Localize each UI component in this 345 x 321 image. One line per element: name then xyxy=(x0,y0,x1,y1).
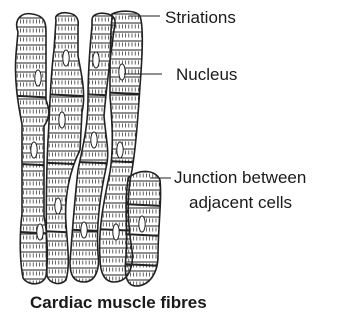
muscle-fibre-5 xyxy=(122,171,164,286)
nucleus-shape xyxy=(91,132,97,148)
label-striations: Striations xyxy=(165,8,236,27)
nucleus-shape xyxy=(37,224,43,240)
nucleus-shape xyxy=(93,52,99,68)
nucleus-shape xyxy=(31,142,37,158)
label-junction-line2: adjacent cells xyxy=(189,193,292,212)
nucleus-shape xyxy=(81,222,87,238)
nucleus-shape xyxy=(119,64,125,80)
label-nucleus: Nucleus xyxy=(176,65,237,84)
figure-caption: Cardiac muscle fibres xyxy=(30,293,207,312)
nucleus-shape xyxy=(59,112,65,128)
nucleus-shape xyxy=(113,224,119,240)
nucleus-shape xyxy=(139,216,145,232)
muscle-fibres xyxy=(12,11,164,286)
muscle-fibre-2 xyxy=(44,13,88,284)
label-junction-line1: Junction between xyxy=(174,168,306,187)
leader-lines xyxy=(124,16,171,178)
nucleus-shape xyxy=(55,198,61,214)
nucleus-shape xyxy=(35,70,41,86)
nucleus-shape xyxy=(117,142,123,158)
nucleus-shape xyxy=(63,50,69,66)
